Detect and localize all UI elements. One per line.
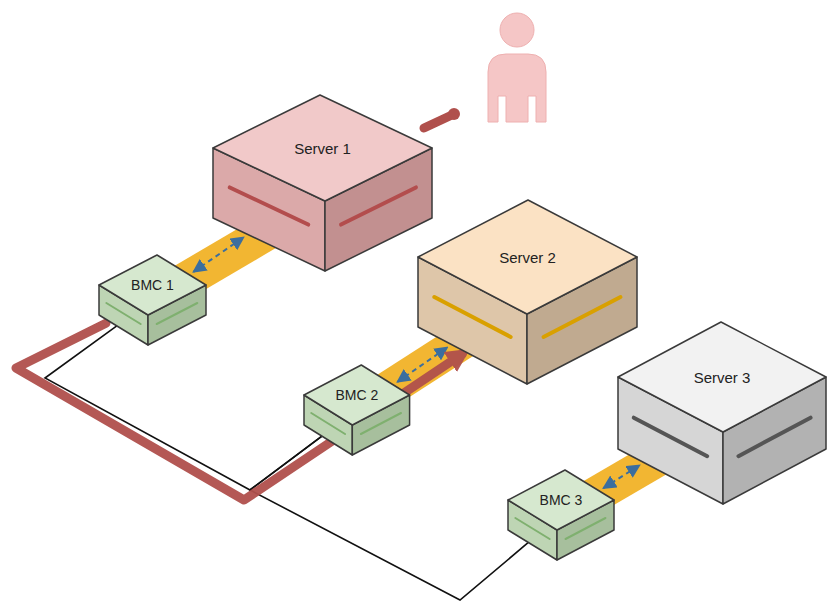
panel-stripe	[738, 418, 810, 457]
panel-stripe	[434, 297, 510, 337]
bmc-box: BMC 1	[99, 255, 206, 345]
label-holder: Server 1	[294, 140, 351, 157]
panel-stripe	[157, 303, 198, 324]
panel-stripe	[361, 413, 401, 434]
panel-stripe	[566, 518, 606, 539]
panel-stripe	[230, 187, 308, 224]
label-holder: BMC 3	[540, 492, 583, 508]
server-name: Server 3	[694, 369, 751, 386]
management-link	[193, 237, 243, 272]
attack-start-dot	[448, 108, 460, 120]
server-name: Server 1	[294, 140, 351, 157]
box-top-face	[213, 95, 432, 201]
server-box: Server 3	[618, 322, 826, 504]
label-holder: BMC 1	[131, 277, 174, 293]
label-holder: BMC 2	[335, 387, 378, 403]
panel-stripe	[341, 187, 416, 224]
iso-box-shape	[508, 470, 614, 560]
iso-box-shape	[304, 365, 410, 455]
box-top-face	[418, 200, 637, 314]
attack-path	[16, 323, 462, 500]
label-holder: Server 2	[499, 249, 556, 266]
user-icon	[488, 13, 546, 122]
iso-box-shape	[213, 95, 432, 271]
bmc-name: BMC 3	[540, 492, 583, 508]
network-cable	[250, 436, 528, 600]
iso-box-shape	[99, 255, 206, 345]
box-top-face	[618, 322, 826, 432]
bmc-box: BMC 2	[304, 365, 410, 455]
panel-stripe	[311, 413, 345, 434]
panel-stripe	[634, 418, 708, 457]
iso-box-shape	[618, 322, 826, 504]
bmc-name: BMC 2	[335, 387, 378, 403]
server-box: Server 2	[418, 200, 637, 384]
panel-stripe	[515, 518, 549, 539]
management-link	[603, 465, 639, 488]
server-name: Server 2	[499, 249, 556, 266]
label-holder: Server 3	[694, 369, 751, 386]
bmc-box: BMC 3	[508, 470, 614, 560]
bmc-name: BMC 1	[131, 277, 174, 293]
panel-stripe	[106, 303, 140, 324]
server-box: Server 1	[213, 95, 432, 271]
panel-stripe	[544, 297, 621, 337]
iso-box-shape	[418, 200, 637, 384]
